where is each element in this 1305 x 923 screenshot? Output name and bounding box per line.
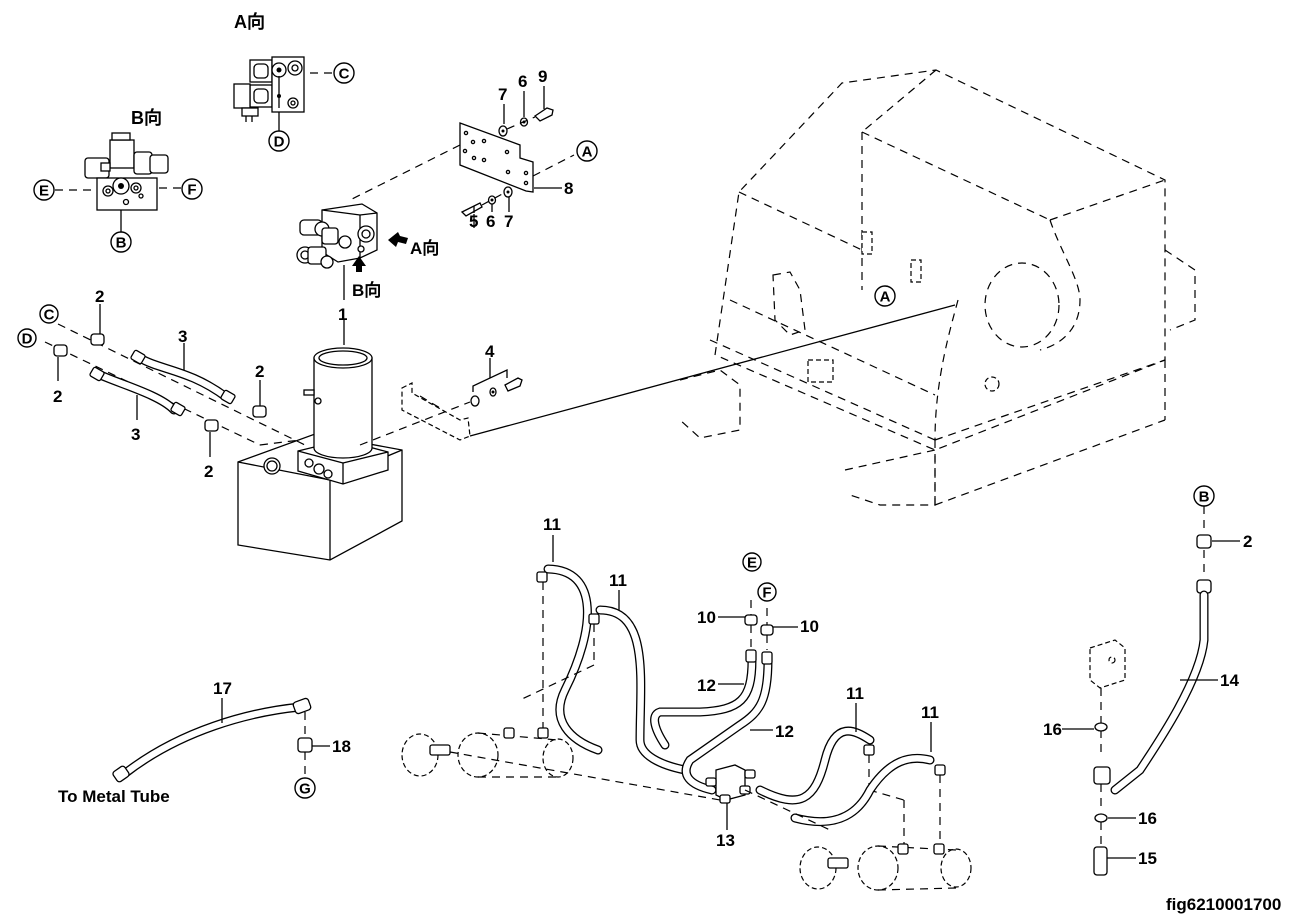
svg-text:G: G <box>299 781 311 798</box>
svg-text:B向: B向 <box>352 280 381 300</box>
svg-text:C: C <box>339 66 350 83</box>
callout-5: 5 <box>469 212 478 231</box>
svg-text:A向: A向 <box>410 238 439 258</box>
ref-circle-c-view-a: C <box>333 62 355 84</box>
bracket-and-bolt-set <box>359 304 956 446</box>
ref-circle-c-hose: C <box>39 304 59 324</box>
svg-text:E: E <box>39 183 49 200</box>
ref-circle-d-view-a: D <box>268 130 290 152</box>
callout-13: 13 <box>716 831 735 850</box>
callout-3-top: 3 <box>178 327 187 346</box>
svg-text:B: B <box>1199 489 1210 506</box>
svg-text:A: A <box>582 144 593 161</box>
hose-17-assembly <box>112 697 330 783</box>
svg-text:C: C <box>44 307 55 324</box>
callout-1: 1 <box>338 305 347 324</box>
callout-12-bottom: 12 <box>775 722 794 741</box>
view-a-detail: A向 C D <box>233 11 355 152</box>
chassis-frame <box>679 69 1196 506</box>
callout-2-far-right: 2 <box>1243 532 1252 551</box>
callout-2-left: 2 <box>53 387 62 406</box>
figure-id: fig6210001700 <box>1166 895 1281 914</box>
ref-circle-a-frame: A <box>874 285 896 307</box>
svg-text:A: A <box>880 289 891 306</box>
callout-9: 9 <box>538 67 547 86</box>
ref-circle-e-view-b: E <box>33 179 55 201</box>
callout-15: 15 <box>1138 849 1157 868</box>
callout-16-top: 16 <box>1043 720 1062 739</box>
callout-2-right: 2 <box>255 362 264 381</box>
svg-text:D: D <box>274 134 285 151</box>
ref-circle-f-view-b: F <box>181 178 203 200</box>
ref-circle-b-hose: B <box>1193 485 1215 507</box>
callout-3-bottom: 3 <box>131 425 140 444</box>
valve-block <box>296 203 378 269</box>
callout-11-c: 11 <box>846 684 864 703</box>
hydraulic-power-unit <box>237 347 403 561</box>
brake-hose-network <box>401 564 972 891</box>
valve-view-a-drawing <box>233 56 305 122</box>
callout-17: 17 <box>213 679 232 698</box>
view-b-detail: B向 E F B <box>33 107 203 253</box>
callout-16-bottom: 16 <box>1138 809 1157 828</box>
callout-18: 18 <box>332 737 351 756</box>
view-b-title: B向 <box>131 107 162 128</box>
hose-14-assembly <box>1089 506 1212 876</box>
hose-lines-3 <box>44 323 306 446</box>
svg-text:F: F <box>762 585 771 602</box>
callout-2-bottom: 2 <box>204 462 213 481</box>
callout-7-bottom: 7 <box>504 212 513 231</box>
ref-circle-d-hose: D <box>17 328 37 348</box>
svg-text:D: D <box>22 331 33 348</box>
callout-11-b: 11 <box>609 571 627 590</box>
callout-6-bottom: 6 <box>486 212 495 231</box>
callout-10-right: 10 <box>800 617 819 636</box>
svg-text:F: F <box>187 182 196 199</box>
ref-circle-e-fitting: E <box>742 552 762 572</box>
mounting-plate-assembly <box>349 107 575 217</box>
svg-text:B: B <box>116 235 127 252</box>
view-arrow-b: B向 <box>352 256 381 300</box>
ref-circle-g: G <box>294 777 316 799</box>
view-arrow-a: A向 <box>388 232 439 258</box>
callout-10-left: 10 <box>697 608 716 627</box>
callout-7-top: 7 <box>498 85 507 104</box>
callout-14: 14 <box>1220 671 1239 690</box>
callout-4: 4 <box>485 342 495 361</box>
ref-circle-f-fitting: F <box>757 582 777 602</box>
svg-text:E: E <box>747 555 757 572</box>
callout-2-top: 2 <box>95 287 104 306</box>
ref-circle-a-plate: A <box>576 140 598 162</box>
view-a-title: A向 <box>234 11 265 32</box>
ref-circle-b-view-b: B <box>110 231 132 253</box>
valve-view-b-drawing <box>84 132 169 211</box>
callout-11-d: 11 <box>921 703 939 722</box>
to-metal-tube-note: To Metal Tube <box>58 787 170 806</box>
callout-8: 8 <box>564 179 573 198</box>
callout-11-a: 11 <box>543 515 561 534</box>
callout-12-top: 12 <box>697 676 716 695</box>
callout-6-top: 6 <box>518 72 527 91</box>
